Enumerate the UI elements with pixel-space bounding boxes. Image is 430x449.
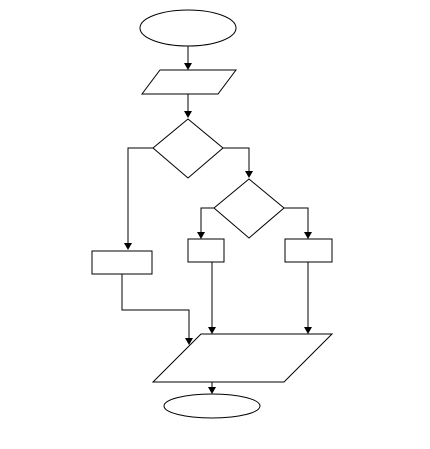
nodes (91, 9, 334, 419)
arrowhead (184, 63, 192, 70)
arrowhead (304, 327, 312, 334)
arrowhead (185, 338, 193, 345)
arrowhead (304, 232, 312, 239)
arrowhead (184, 111, 192, 118)
connector-decision-1-to-decision-2 (223, 147, 250, 172)
start-terminator (139, 9, 237, 47)
arrowhead (197, 232, 205, 239)
connector-decision-2-to-process-middle (200, 207, 214, 233)
arrowhead (208, 327, 216, 334)
arrowhead (208, 387, 216, 394)
input-parallelogram (141, 69, 237, 95)
connector-process-left-to-output (121, 274, 190, 339)
connector-decision-2-to-process-right (284, 207, 309, 233)
decision-1-diamond (152, 118, 224, 179)
process-middle-box (187, 238, 225, 263)
decision-2-diamond (213, 178, 285, 239)
connector-decision-1-to-process-left (127, 147, 153, 244)
output-parallelogram (151, 333, 334, 383)
process-right-box (284, 238, 333, 263)
arrowhead (124, 243, 132, 250)
connectors (121, 45, 312, 394)
process-left-box (91, 250, 153, 275)
arrowhead (245, 171, 253, 178)
end-terminator (163, 393, 261, 419)
